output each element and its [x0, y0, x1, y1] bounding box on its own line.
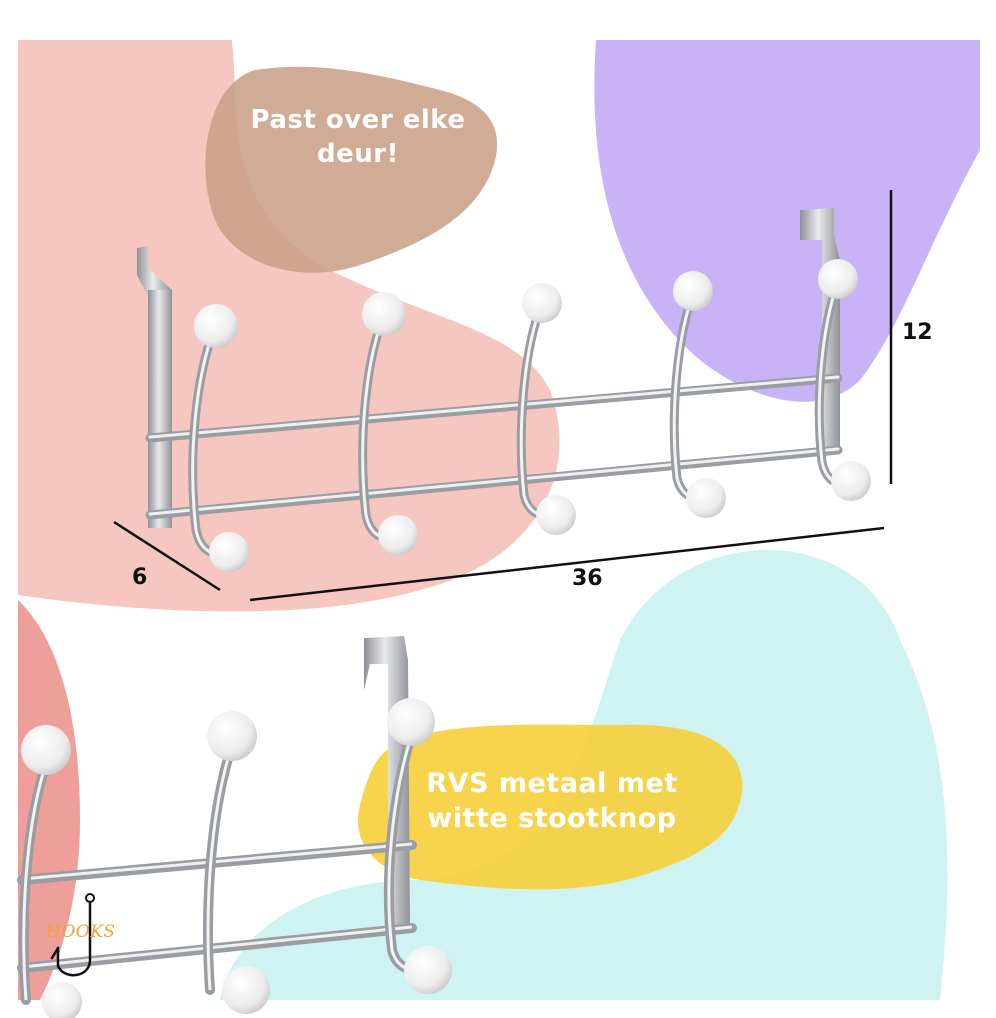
yellow-blob [357, 724, 743, 890]
brand-logo-text: HOOKS [46, 922, 116, 942]
left-bracket-plate [148, 290, 172, 528]
material-caption: RVS metaal met witte stootknop [426, 768, 678, 835]
closeup-hook-2 [203, 711, 270, 1014]
hook-3 [516, 283, 576, 535]
hook-5 [814, 259, 871, 501]
salmon-blob [18, 600, 80, 1000]
hook-2 [358, 292, 418, 555]
closeup-hook-3 [383, 698, 452, 994]
hook-4 [669, 271, 726, 518]
fish-hook-icon [50, 893, 95, 977]
width-dimension-line [249, 526, 885, 602]
purple-blob [594, 40, 980, 402]
closeup-hook-1 [18, 725, 82, 1018]
brown-blob [205, 66, 498, 273]
height-dimension-label: 12 [902, 320, 933, 345]
top-hook-rack [137, 208, 871, 572]
door-fit-caption: Past over elke deur! [250, 105, 466, 169]
hook-1 [188, 304, 249, 572]
depth-dimension-label: 6 [132, 565, 148, 590]
width-dimension-label: 36 [572, 566, 603, 591]
depth-dimension-line [113, 520, 221, 592]
closeup-hook-rack [17, 636, 452, 1018]
